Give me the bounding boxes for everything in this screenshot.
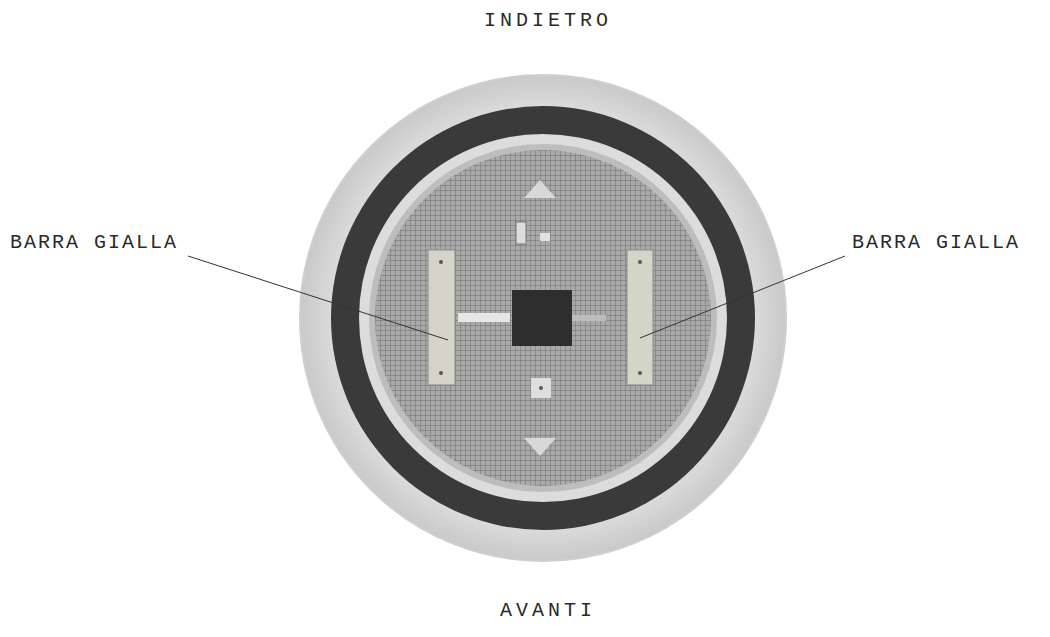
indicator [540,233,550,241]
direction-label: AVANTI [498,600,598,622]
screw [539,386,543,390]
up-triangle [524,180,556,198]
leader-line [640,256,845,338]
mesh-face [375,150,711,486]
indicator [531,378,551,398]
yellow-bar [428,250,455,385]
screw [638,371,642,375]
stub-bar [458,313,510,322]
stub-bar [572,315,606,321]
part-label: BARRA GIALLA [8,232,180,254]
screw [439,260,443,264]
leader-line [188,256,448,340]
down-triangle [524,438,556,456]
inner-ring [359,134,727,502]
yellow-bar [627,250,653,385]
part-label: BARRA GIALLA [850,232,1022,254]
dark-ring [331,106,755,530]
inner-rim [369,144,717,492]
screw [638,260,642,264]
screw [439,371,443,375]
central-sensor [512,290,572,346]
direction-label: INDIETRO [482,10,614,32]
outer-ring [300,75,786,561]
indicator [516,222,526,244]
